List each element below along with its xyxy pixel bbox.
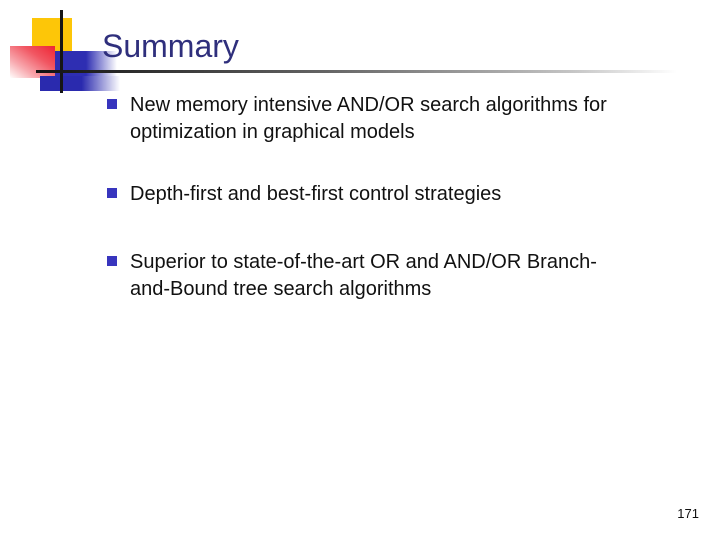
bullet-text: Depth-first and best-first control strat… <box>130 183 502 205</box>
bullet-square-icon <box>107 99 117 109</box>
bullet-list: New memory intensive AND/OR search algor… <box>107 92 705 303</box>
decoration-vertical-line <box>60 10 63 93</box>
list-item: Depth-first and best-first control strat… <box>107 181 705 208</box>
list-item: Superior to state-of-the-art OR and AND/… <box>107 249 705 303</box>
bullet-square-icon <box>107 256 117 266</box>
bullet-square-icon <box>107 188 117 198</box>
title-underline-rule <box>36 70 690 73</box>
list-item: New memory intensive AND/OR search algor… <box>107 92 705 146</box>
decoration-red-gradient-square <box>10 46 55 78</box>
bullet-text: New memory intensive AND/OR search algor… <box>130 94 607 143</box>
bullet-text: Superior to state-of-the-art OR and AND/… <box>130 251 597 300</box>
decoration-blue-square-lower <box>40 76 120 91</box>
slide-title: Summary <box>102 28 239 64</box>
page-number: 171 <box>677 506 699 521</box>
